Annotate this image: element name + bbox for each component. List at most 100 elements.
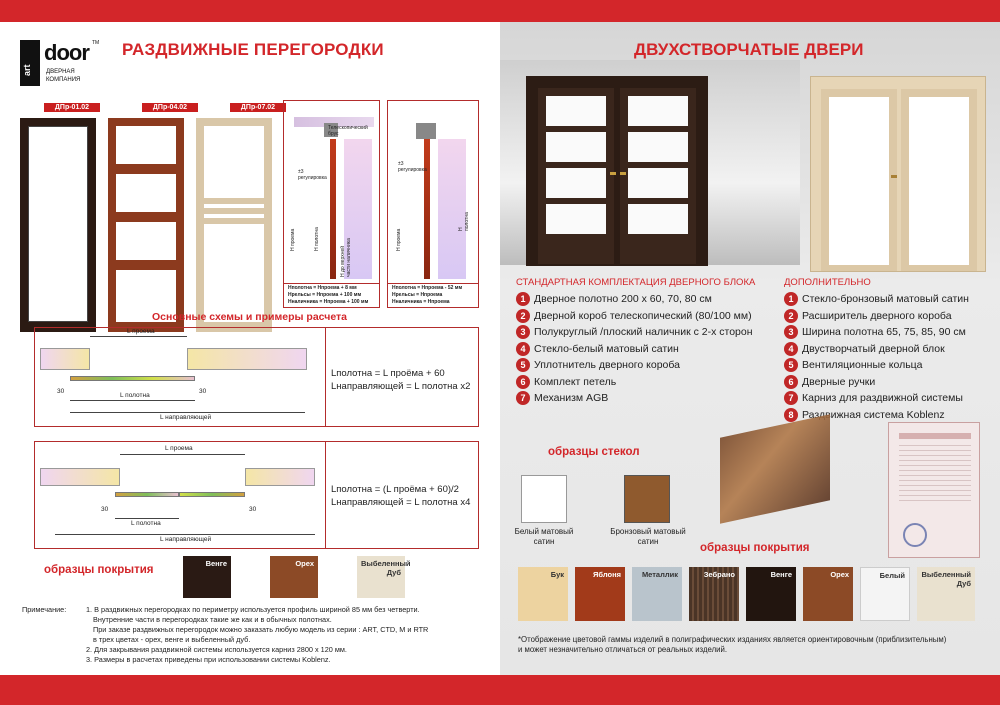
schemes-title: Основные схемы и примеры расчета <box>152 311 348 323</box>
logo: art door TM ДВЕРНАЯ КОМПАНИЯ <box>20 36 100 94</box>
glass-name: Белый матовый сатин <box>514 527 574 546</box>
finish-name: Белый <box>879 571 905 580</box>
note-line: 1. В раздвижных перегородках по периметр… <box>86 605 420 614</box>
formula: Lнаправляющей = L полотна x2 <box>331 381 471 392</box>
formula: Lнаправляющей = L полотна x4 <box>331 497 471 508</box>
door-image <box>108 118 184 332</box>
finish-swatch: Венге <box>746 567 796 621</box>
side-label: Н полотна <box>458 212 470 231</box>
diagram-label: Телескопический брус <box>328 125 368 137</box>
dim-gap: 30 <box>57 388 65 395</box>
footnote: *Отображение цветовой гаммы изделий в по… <box>518 635 947 644</box>
finish-swatch: Выбеленный Дуб <box>917 567 975 621</box>
dim-label: L полотна <box>120 392 150 399</box>
finish-name: Венге <box>770 570 792 579</box>
mount-diagram: ±3 регулировка Н проема Н полотна Нполот… <box>387 100 479 308</box>
door-model-label: ДПр-04.02 <box>142 103 198 112</box>
door-model-label: ДПр-07.02 <box>230 103 286 112</box>
dim-label: L направляющей <box>160 536 212 543</box>
standard-title: СТАНДАРТНАЯ КОМПЛЕКТАЦИЯ ДВЕРНОГО БЛОКА <box>516 277 756 288</box>
finish-name: Выбеленный Дуб <box>921 570 971 588</box>
extra-title: ДОПОЛНИТЕЛЬНО <box>784 277 871 288</box>
note-line: 2. Для закрывания раздвижной системы исп… <box>86 645 347 654</box>
finish-name: Выбеленный Дуб <box>361 559 411 577</box>
dim-label: L проема <box>127 328 155 335</box>
certificate-image <box>888 422 980 558</box>
glass-title: образцы стекол <box>548 446 640 458</box>
finish-swatch: Зебрано <box>689 567 739 621</box>
formula-line: Нрельсы = Нпроема + 100 мм <box>288 292 362 298</box>
dim-label: L проема <box>165 445 193 452</box>
formula-line: Нналичника = Нпроема <box>392 299 450 305</box>
finish-swatch: Выбеленный Дуб <box>357 556 411 598</box>
formula-line: Нналичника = Нпроема + 100 мм <box>288 299 369 305</box>
regulation-label: ±3 регулировка <box>398 161 427 173</box>
formula-line: Нрельсы = Нпроема <box>392 292 443 298</box>
side-label: Н до верхней части наличника <box>340 238 352 277</box>
finish-swatch: Венге <box>183 556 231 598</box>
note-label: Примечание: <box>22 605 67 614</box>
finish-swatch: Орех <box>270 556 318 598</box>
finish-swatch: Металлик <box>632 567 682 621</box>
side-label: Н проема <box>396 228 402 251</box>
finish-name: Металлик <box>641 570 678 579</box>
logo-sub1: ДВЕРНАЯ <box>46 69 75 75</box>
formula-line: Нполотна = Нпроема + 8 мм <box>288 285 357 291</box>
dim-gap: 30 <box>101 506 109 513</box>
left-page: art door TM ДВЕРНАЯ КОМПАНИЯ РАЗДВИЖНЫЕ … <box>0 22 500 675</box>
double-door-image <box>810 76 986 272</box>
door-image <box>196 118 272 332</box>
formula: Lполотна = L проёма + 60 <box>331 368 445 379</box>
finish-swatch: Белый <box>860 567 910 621</box>
formula: Lполотна = (L проёма + 60)/2 <box>331 484 459 495</box>
dim-gap: 30 <box>199 388 207 395</box>
finish-swatch: Яблоня <box>575 567 625 621</box>
right-page: ДВУХСТВОРЧАТЫЕ ДВЕРИ СТАНДАРТНАЯ КОМПЛЕК… <box>500 22 1000 675</box>
finish-name: Яблоня <box>593 570 621 579</box>
left-title: РАЗДВИЖНЫЕ ПЕРЕГОРОДКИ <box>122 40 384 59</box>
finish-name: Орех <box>295 559 314 568</box>
finishes-title: образцы покрытия <box>700 542 810 554</box>
finish-swatch: Орех <box>803 567 853 621</box>
dim-label: L направляющей <box>160 414 212 421</box>
glass-name: Бронзовый матовый сатин <box>610 527 686 546</box>
footnote: и может незначительно отличаться от реал… <box>518 645 727 654</box>
side-label: Н проема <box>290 228 296 251</box>
finish-name: Бук <box>550 570 564 579</box>
finish-name: Орех <box>830 570 849 579</box>
note-line: При заказе раздвижных перегородок можно … <box>93 625 429 634</box>
logo-door: door <box>44 40 90 65</box>
finish-swatch: Бук <box>518 567 568 621</box>
bottom-red-bar <box>0 675 1000 705</box>
formula-line: Нполотна = Нпроема - 52 мм <box>392 285 463 291</box>
note-line: 3. Размеры в расчетах приведены при испо… <box>86 655 331 664</box>
finish-name: Венге <box>205 559 227 568</box>
frame-profile-image <box>720 414 830 524</box>
note-line: в трех цветах - орех, венге и выбеленный… <box>93 635 251 644</box>
finishes-title: образцы покрытия <box>44 564 154 576</box>
mount-diagram: Телескопический брус ±3 регулировка Н пр… <box>283 100 380 308</box>
dim-gap: 30 <box>249 506 257 513</box>
door-model-label: ДПр-01.02 <box>44 103 100 112</box>
calc-scheme: L проема 30 30 L полотна L направляющей … <box>34 327 479 427</box>
door-image <box>20 118 96 332</box>
note-line: Внутренние части в перегородках такие же… <box>93 615 332 624</box>
logo-sub2: КОМПАНИЯ <box>46 77 81 83</box>
finish-name: Зебрано <box>703 570 735 579</box>
glass-swatch <box>521 475 567 523</box>
